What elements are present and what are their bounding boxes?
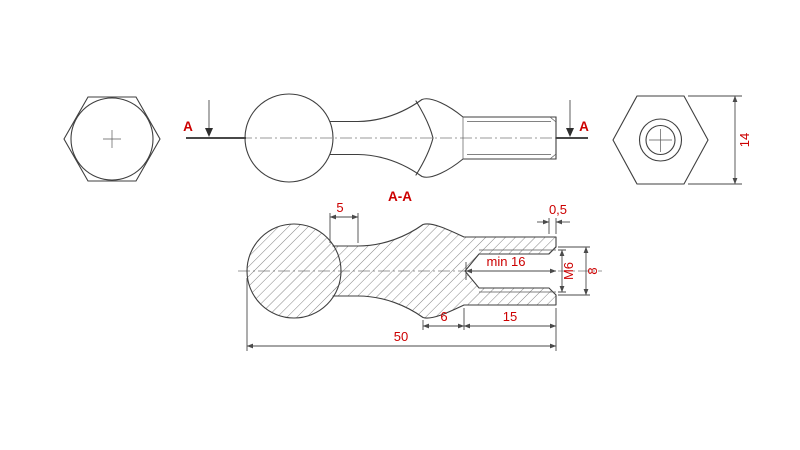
chamfer-label: 0,5 [549, 202, 567, 217]
section-cut-marks: A A [183, 100, 589, 139]
center-cross [103, 130, 121, 148]
cut-arrowhead-right [566, 128, 574, 137]
body-section-hatch [333, 223, 556, 319]
ext-lines-neck [329, 213, 359, 243]
hexagon-end-outline [612, 95, 709, 185]
dimension-thread-size: M6 [558, 249, 576, 293]
thread-chamfer-circle [638, 118, 683, 162]
dimension-threaded-length: 15 [463, 309, 557, 329]
ball-outline [244, 93, 334, 183]
dimension-thread-depth: min 16 [465, 254, 557, 280]
neck-lines [329, 120, 359, 156]
hex-front-view [63, 96, 161, 182]
ball-section-outline [246, 223, 342, 319]
cone-tangent-curve [415, 100, 434, 176]
thread-lines-top-view [467, 121, 551, 155]
dimension-hex-size: 14 [688, 95, 752, 185]
dimension-overall-length: 50 [246, 278, 557, 351]
section-mark-right-label: A [579, 119, 589, 134]
ball-silhouette-circle [70, 97, 154, 181]
threaded-hole-circle [645, 124, 676, 156]
hex-end-view: 14 [612, 95, 752, 185]
hexagon-outline [63, 96, 161, 182]
dimension-bore-diameter: 8 [558, 246, 600, 296]
section-title-label: A-A [388, 189, 412, 204]
ext-lines-hex-size [688, 95, 742, 185]
body-section-outline [332, 223, 557, 319]
dimension-chamfer: 0,5 [537, 202, 570, 234]
threaded-length-label: 15 [503, 309, 517, 324]
stud-side-view: A A [183, 93, 589, 183]
overall-length-label: 50 [394, 329, 408, 344]
unthreaded-length-label: 6 [440, 309, 447, 324]
shaft-outline [462, 116, 557, 160]
thread-size-label: M6 [561, 262, 576, 280]
flare-bottom-profile [357, 153, 464, 178]
thread-crest-lines [479, 249, 556, 293]
end-view-center-cross [649, 129, 672, 152]
bore-outline [464, 246, 557, 296]
ball-section-hatch [247, 224, 341, 318]
section-view-a-a: A-A 5 0,5 min 16 [238, 189, 602, 351]
neck-length-label: 5 [336, 200, 343, 215]
section-mark-left-label: A [183, 119, 193, 134]
rod-end-chamfer [549, 116, 557, 160]
thread-depth-label: min 16 [486, 254, 525, 269]
ext-lines-chamfer [548, 218, 557, 234]
bore-diameter-label: 8 [585, 267, 600, 274]
dimension-neck-length: 5 [329, 200, 359, 243]
cut-arrowhead-left [205, 128, 213, 137]
flare-top-profile [357, 98, 464, 123]
hex-size-label: 14 [737, 133, 752, 147]
